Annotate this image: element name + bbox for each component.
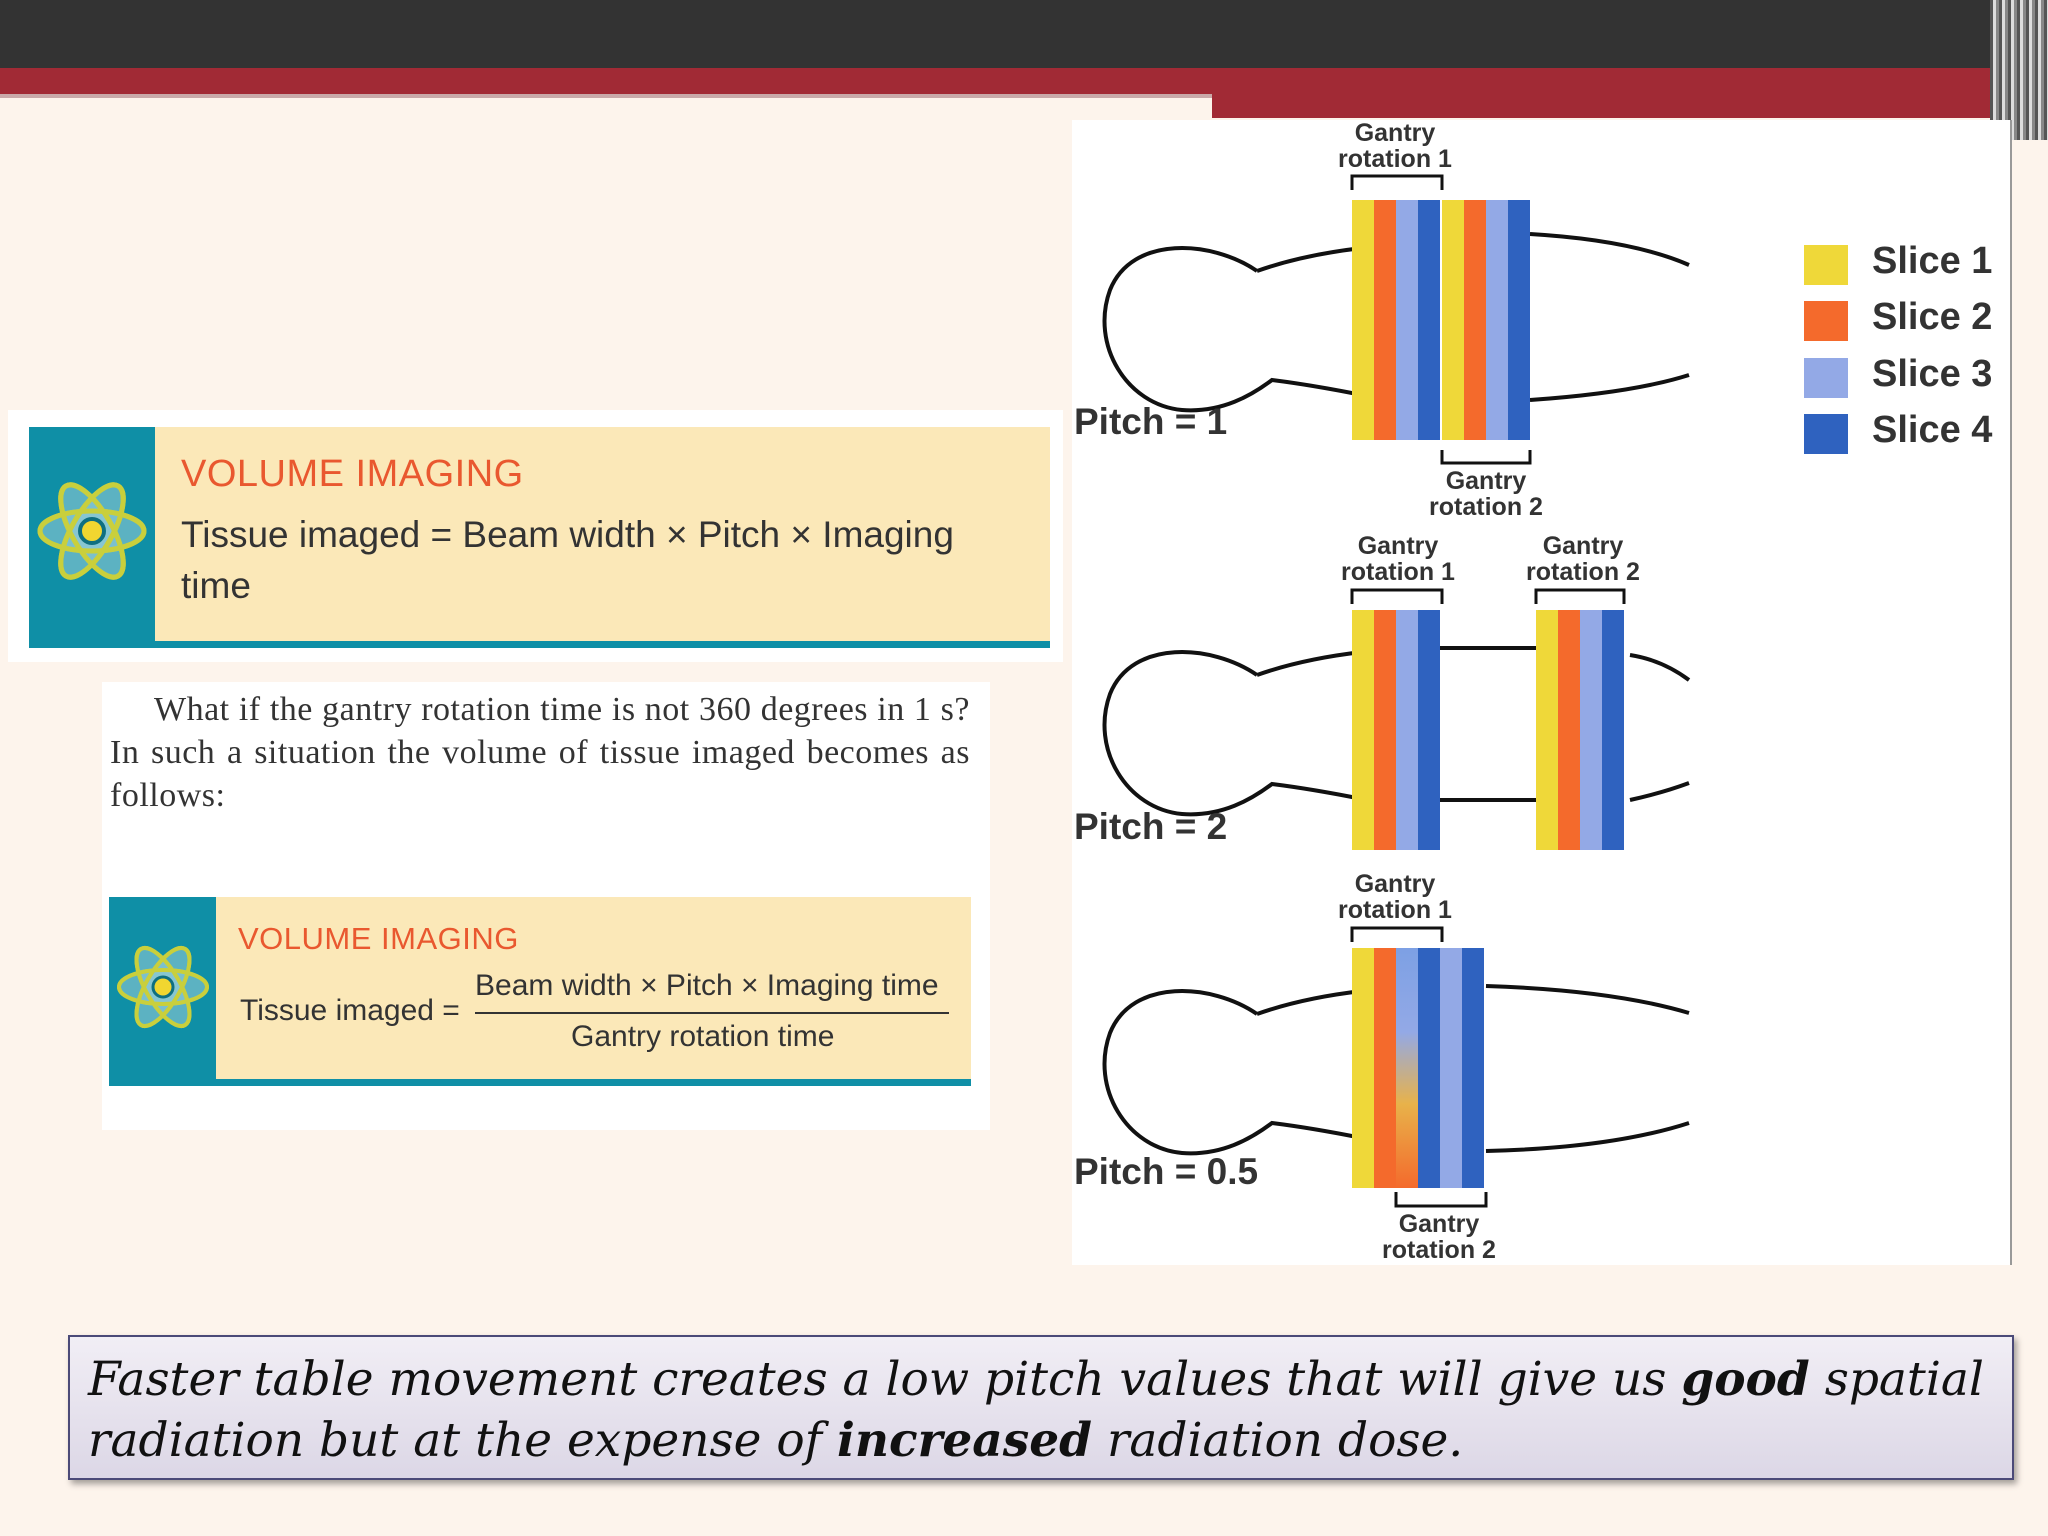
pitch-label: Pitch = 1 (1074, 401, 1227, 442)
summary-part-2: spatial radiation but at the expense of (88, 1352, 1984, 1468)
pitch-diagram-svg: Gantry rotation 1 Gantry rotation 2 Gant… (1074, 120, 1992, 1264)
slide-red-band-right (1212, 94, 2048, 118)
formula-lhs: Tissue imaged = (240, 994, 460, 1027)
callout-title: VOLUME IMAGING (181, 453, 524, 495)
gantry-label-rotation: rotation 1 (1341, 558, 1455, 586)
pitch-2-slices (1352, 610, 1624, 850)
gantry-label-rotation: rotation 2 (1429, 493, 1543, 521)
gantry-label-word: Gantry (1446, 467, 1527, 495)
gantry-label-word: Gantry (1543, 532, 1624, 560)
slide-corner-decoration (1990, 0, 2048, 140)
summary-part-1: Faster table movement creates a low pitc… (88, 1352, 1682, 1407)
gantry-label-rotation: rotation 1 (1338, 896, 1452, 924)
gantry-labels: Gantry rotation 1 Gantry rotation 2 Gant… (1338, 120, 1640, 1264)
atom-icon (117, 945, 209, 1029)
slide-divider (0, 94, 1212, 98)
slide-top-bar (0, 0, 2048, 68)
atom-icon (37, 482, 147, 580)
gantry-label-word: Gantry (1355, 120, 1436, 147)
legend-label: Slice 4 (1872, 409, 1992, 451)
gantry-label-word: Gantry (1399, 1210, 1480, 1238)
summary-emphasis-good: good (1681, 1352, 1810, 1407)
excerpt-paragraph: What if the gantry rotation time is not … (110, 691, 970, 814)
summary-part-3: radiation dose. (1092, 1413, 1464, 1468)
pitch-05-slices (1352, 948, 1484, 1188)
pitch-labels: Pitch = 1 Pitch = 2 Pitch = 0.5 (1074, 401, 1258, 1192)
formula-numerator: Beam width × Pitch × Imaging time (475, 969, 939, 1002)
pitch-label: Pitch = 2 (1074, 806, 1227, 847)
slice-legend: Slice 1 Slice 2 Slice 3 Slice 4 (1804, 240, 1992, 454)
callout-formula: Tissue imaged = Beam width × Pitch × Ima… (181, 514, 954, 606)
volume-imaging-callout-bottom: VOLUME IMAGING Tissue imaged = Beam widt… (109, 897, 971, 1086)
legend-swatch-slice-3 (1804, 358, 1848, 398)
legend-label: Slice 2 (1872, 296, 1992, 338)
gantry-label-word: Gantry (1355, 870, 1436, 898)
gantry-label-rotation: rotation 2 (1526, 558, 1640, 586)
gantry-label-word: Gantry (1358, 532, 1439, 560)
gantry-label-rotation: rotation 2 (1382, 1236, 1496, 1264)
patient-outlines (1102, 232, 1691, 1156)
callout-icon-strip (29, 427, 155, 648)
legend-label: Slice 3 (1872, 353, 1992, 395)
legend-swatch-slice-2 (1804, 301, 1848, 341)
legend-label: Slice 1 (1872, 240, 1992, 282)
volume-imaging-callout-top: VOLUME IMAGING Tissue imaged = Beam widt… (29, 427, 1050, 648)
summary-box: Faster table movement creates a low pitc… (68, 1335, 2014, 1480)
pitch-label: Pitch = 0.5 (1074, 1151, 1258, 1192)
legend-swatch-slice-1 (1804, 245, 1848, 285)
callout-title: VOLUME IMAGING (238, 921, 519, 956)
pitch-diagram: Gantry rotation 1 Gantry rotation 2 Gant… (1072, 120, 2012, 1265)
legend-swatch-slice-4 (1804, 414, 1848, 454)
pitch-1-slices (1352, 200, 1530, 440)
summary-emphasis-increased: increased (837, 1413, 1092, 1468)
gantry-label-rotation: rotation 1 (1338, 145, 1452, 173)
slide-red-band (0, 68, 2048, 94)
gantry-brackets (1350, 174, 1626, 1208)
summary-text: Faster table movement creates a low pitc… (88, 1349, 1988, 1471)
callout-icon-strip (109, 897, 216, 1086)
formula-denominator: Gantry rotation time (571, 1020, 835, 1053)
fraction-bar (475, 1012, 949, 1014)
